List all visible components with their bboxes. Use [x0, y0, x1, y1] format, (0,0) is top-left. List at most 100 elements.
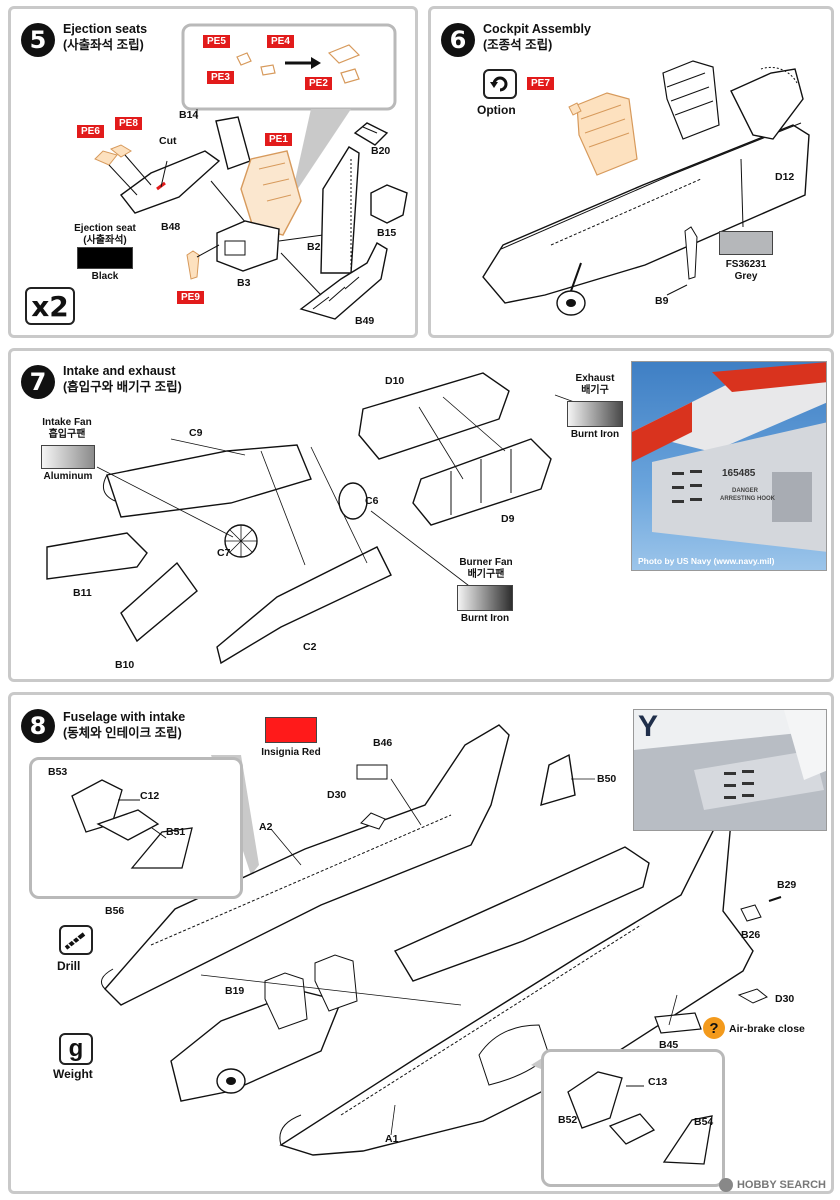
step7-photo: 165485 DANGER ARRESTING HOOK Photo by US… [631, 361, 827, 571]
airbrake-label: Air-brake close [729, 1023, 805, 1035]
part-d12: D12 [775, 171, 795, 183]
part-b46: B46 [373, 737, 393, 749]
part-d9: D9 [501, 513, 515, 525]
drill-label: Drill [57, 959, 81, 973]
callout-intake-drawing [567, 1071, 713, 1165]
insignia-red-label: Insignia Red [261, 747, 321, 758]
aluminum-swatch [41, 445, 95, 469]
photo-danger: DANGER [732, 488, 759, 494]
part-b48: B48 [161, 221, 181, 233]
pe4-tag: PE4 [267, 35, 294, 48]
step6-title-ko: (조종석 조립) [483, 38, 553, 52]
part-c2: C2 [303, 641, 317, 653]
question-icon: ? [703, 1017, 725, 1039]
step8-title-en: Fuselage with intake [63, 710, 186, 724]
part-b45: B45 [659, 1039, 679, 1051]
grey-code: FS36231 [725, 259, 767, 270]
part-b3: B3 [237, 277, 251, 289]
grey-label: FS36231 Grey [709, 259, 783, 283]
step8-title-ko: (동체와 인테이크 조립) [63, 726, 182, 740]
burner-fan-en: Burner Fan [459, 557, 513, 568]
step6-number: 6 [441, 23, 475, 57]
intake-fan-ko: 흡입구팬 [48, 429, 86, 440]
step5-title: Ejection seats (사출좌석 조립) [63, 21, 147, 53]
grey-swatch [719, 231, 773, 255]
weight-icon: g [59, 1033, 93, 1065]
part-b15: B15 [377, 227, 397, 239]
step8-title: Fuselage with intake (동체와 인테이크 조립) [63, 709, 185, 741]
step6-title: Cockpit Assembly (조종석 조립) [483, 21, 591, 53]
ejection-seat-label: Ejection seat (사출좌석) [65, 223, 145, 247]
part-a1: A1 [385, 1133, 399, 1145]
rotate-icon [490, 76, 508, 92]
photo-hook: ARRESTING HOOK [720, 496, 776, 502]
cut-label: Cut [159, 135, 177, 147]
part-b29: B29 [777, 879, 797, 891]
exhaust-ko: 배기구 [581, 385, 609, 396]
black-swatch [77, 247, 133, 269]
black-label: Black [91, 271, 119, 282]
ejection-seat-label-en: Ejection seat [74, 223, 136, 234]
part-c7: C7 [217, 547, 231, 559]
part-b11: B11 [73, 587, 92, 599]
photo-credit: Photo by US Navy (www.navy.mil) [638, 556, 775, 566]
part-a2: A2 [259, 821, 273, 833]
pe5-tag: PE5 [203, 35, 230, 48]
watermark: HOBBY SEARCH [718, 1178, 826, 1192]
step6-panel: 6 Cockpit Assembly (조종석 조립) Option [428, 6, 834, 338]
part-b54: B54 [694, 1116, 714, 1128]
part-c12: C12 [140, 790, 160, 802]
part-c6: C6 [365, 495, 379, 507]
callout-intake-detail: C13 B52 B54 [541, 1049, 725, 1187]
callout-nose-detail: B53 C12 B51 [29, 757, 243, 899]
drill-icon [64, 932, 86, 950]
aluminum-label: Aluminum [43, 471, 93, 482]
part-c9: C9 [189, 427, 203, 439]
part-b51: B51 [166, 826, 186, 838]
pe9-tag: PE9 [177, 291, 204, 304]
intake-fan-en: Intake Fan [42, 417, 92, 428]
watermark-text: HOBBY SEARCH [736, 1179, 826, 1191]
part-c13: C13 [648, 1076, 668, 1088]
part-d10: D10 [385, 375, 405, 387]
step5-title-en: Ejection seats [63, 22, 148, 36]
burner-fan-ko: 배기구팬 [467, 569, 505, 580]
pe1-tag: PE1 [265, 133, 292, 146]
part-b19: B19 [225, 985, 245, 997]
photo-tail-drawing [632, 362, 826, 552]
part-b49: B49 [355, 315, 375, 327]
pe3-tag: PE3 [207, 71, 234, 84]
step7-title: Intake and exhaust (흡입구와 배기구 조립) [63, 363, 182, 395]
photo-letter: Y [638, 710, 659, 743]
step5-panel: 5 Ejection seats (사출좌석 조립) [8, 6, 418, 338]
exhaust-en: Exhaust [575, 373, 615, 384]
option-icon [483, 69, 517, 99]
intake-fan-label: Intake Fan 흡입구팬 [35, 417, 99, 441]
part-b9: B9 [655, 295, 669, 307]
part-b20: B20 [371, 145, 391, 157]
part-b56: B56 [105, 905, 125, 917]
part-b2: B2 [307, 241, 321, 253]
pe8-tag: PE8 [115, 117, 142, 130]
multiplier-badge: x2 [25, 287, 75, 325]
part-b52: B52 [558, 1114, 578, 1126]
ejection-seat-label-ko: (사출좌석) [83, 235, 127, 246]
grey-name: Grey [734, 271, 758, 282]
step6-drawing [482, 60, 810, 316]
step7-panel: 7 Intake and exhaust (흡입구와 배기구 조립) [8, 348, 834, 682]
step5-number: 5 [21, 23, 55, 57]
step8-number: 8 [21, 709, 55, 743]
part-b26: B26 [741, 929, 761, 941]
watermark-logo-icon [718, 1178, 733, 1192]
photo-serial: 165485 [722, 468, 756, 479]
exhaust-label: Exhaust 배기구 [563, 373, 627, 397]
pe7-tag: PE7 [527, 77, 554, 90]
option-label: Option [477, 103, 516, 117]
pe2-tag: PE2 [305, 77, 332, 90]
step6-title-en: Cockpit Assembly [483, 22, 591, 36]
step7-title-en: Intake and exhaust [63, 364, 176, 378]
burner-fan-color-label: Burnt Iron [460, 613, 510, 624]
exhaust-swatch [567, 401, 623, 427]
pe6-tag: PE6 [77, 125, 104, 138]
part-b14: B14 [179, 109, 199, 121]
